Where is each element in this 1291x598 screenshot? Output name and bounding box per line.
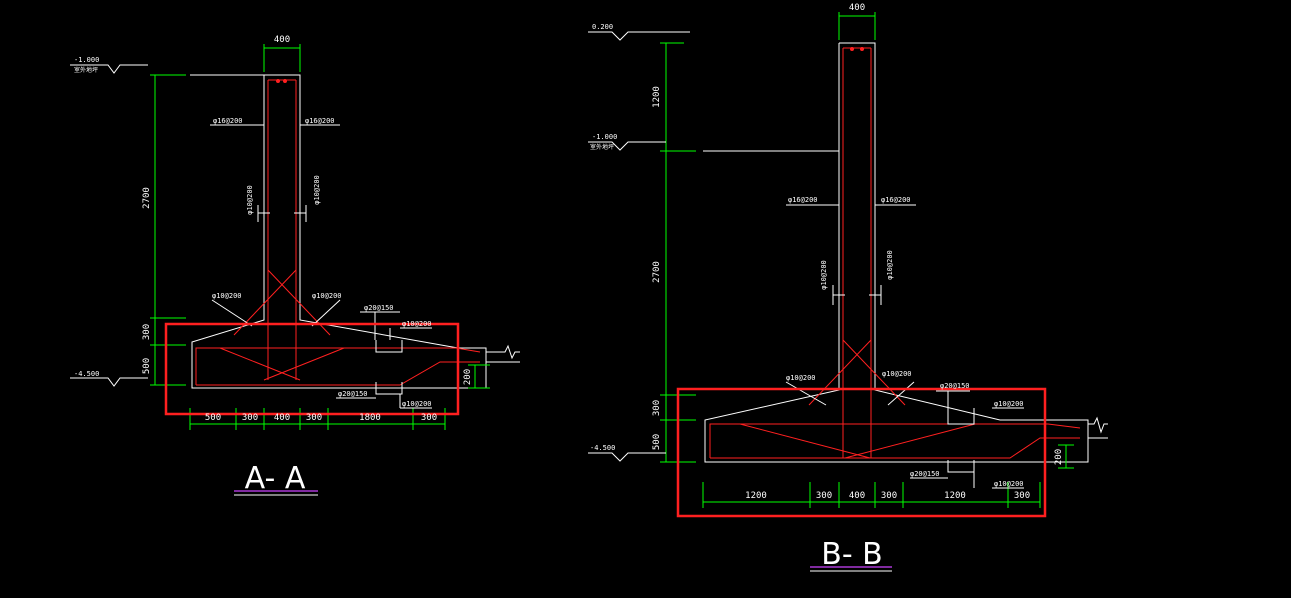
aa-rebar-base-top-a: φ20@150 — [364, 304, 394, 312]
aa-height-2700-label: 2700 — [142, 187, 152, 209]
bb-break-line — [1088, 416, 1108, 434]
bb-elev-mid-label: -1.000 — [592, 133, 617, 141]
bb-height-2700-label: 2700 — [652, 261, 662, 283]
aa-rebar-left-dist: φ10@200 — [246, 185, 254, 215]
aa-rebar-left-haunch: φ10@200 — [212, 292, 242, 300]
aa-outline — [191, 74, 487, 389]
aa-rebar-base-bot-a: φ20@150 — [338, 390, 368, 398]
aa-base-dim-1: 300 — [242, 413, 258, 423]
bb-base-dim-3: 300 — [881, 491, 897, 501]
bb-rebar-left-dist: φ10@200 — [820, 260, 828, 290]
bb-height-500-label: 500 — [652, 434, 662, 450]
bb-base-dim-2: 400 — [849, 491, 865, 501]
bb-elev-mid-note: 室外地坪 — [590, 143, 614, 151]
aa-rebar-right-main: φ16@200 — [305, 117, 335, 125]
bb-base-dim-0: 1200 — [745, 491, 767, 501]
aa-highlight-box — [164, 322, 460, 416]
bb-rebar-base-top-b: φ10@200 — [994, 400, 1024, 408]
aa-rebar-right-haunch: φ10@200 — [312, 292, 342, 300]
aa-elev-bottom-label: -4.500 — [74, 370, 99, 378]
bb-rebar-base-bot-b: φ10@200 — [994, 480, 1024, 488]
bb-highlight-box — [676, 387, 1047, 518]
aa-base-dim-3: 300 — [306, 413, 322, 423]
bb-height-1200-label: 1200 — [652, 86, 662, 108]
bb-rebar-left-main: φ16@200 — [788, 196, 818, 204]
bb-rebar-base-top-a: φ20@150 — [940, 382, 970, 390]
bb-base-dim-5: 300 — [1014, 491, 1030, 501]
aa-wall-width-label: 400 — [274, 35, 290, 45]
aa-leaders — [210, 124, 432, 409]
aa-height-300-label: 300 — [142, 324, 152, 340]
bb-leaders — [785, 204, 1024, 489]
aa-break-line — [486, 344, 520, 360]
bb-height-300-label: 300 — [652, 400, 662, 416]
aa-height-500-label: 500 — [142, 358, 152, 374]
aa-title: A- A — [245, 461, 306, 496]
aa-elev-top-label: -1.000 — [74, 56, 99, 64]
bb-title: B- B — [821, 537, 883, 572]
aa-rebar — [195, 79, 481, 386]
bb-rebar-right-dist: φ10@200 — [886, 250, 894, 280]
aa-rebar-left-main: φ16@200 — [213, 117, 243, 125]
bb-elev-top-label: 0.200 — [592, 23, 613, 31]
aa-height-200-label: 200 — [463, 369, 473, 385]
section-aa: 400 2700 300 500 200 -1.000 室外地坪 -4.500 … — [70, 35, 520, 496]
aa-stirrups — [257, 205, 403, 395]
bb-base-dim-4: 1200 — [944, 491, 966, 501]
section-bb: 400 1200 2700 300 500 200 0.200 -1.000 室… — [588, 3, 1108, 572]
bb-elev-bottom-label: -4.500 — [590, 444, 615, 452]
aa-base-dim-0: 500 — [205, 413, 221, 423]
aa-base-dim-2: 400 — [274, 413, 290, 423]
bb-base-dim-1: 300 — [816, 491, 832, 501]
bb-outline — [704, 42, 1089, 463]
bb-stirrups — [832, 285, 975, 473]
bb-elevation-markers — [588, 31, 690, 462]
aa-base-dim-4: 1800 — [359, 413, 381, 423]
aa-dimensions — [150, 44, 490, 430]
bb-wall-width-label: 400 — [849, 3, 865, 13]
bb-rebar-right-haunch: φ10@200 — [882, 370, 912, 378]
aa-base-dim-5: 300 — [421, 413, 437, 423]
bb-rebar-left-haunch: φ10@200 — [786, 374, 816, 382]
aa-elevation-markers — [70, 64, 148, 387]
bb-rebar-right-main: φ16@200 — [881, 196, 911, 204]
aa-rebar-right-dist: φ10@200 — [313, 175, 321, 205]
aa-elev-top-note: 室外地坪 — [74, 66, 98, 74]
aa-rebar-base-bot-b: φ10@200 — [402, 400, 432, 408]
bb-height-200-label: 200 — [1054, 449, 1064, 465]
bb-rebar-base-bot-a: φ20@150 — [910, 470, 940, 478]
aa-rebar-base-top-b: φ10@200 — [402, 320, 432, 328]
